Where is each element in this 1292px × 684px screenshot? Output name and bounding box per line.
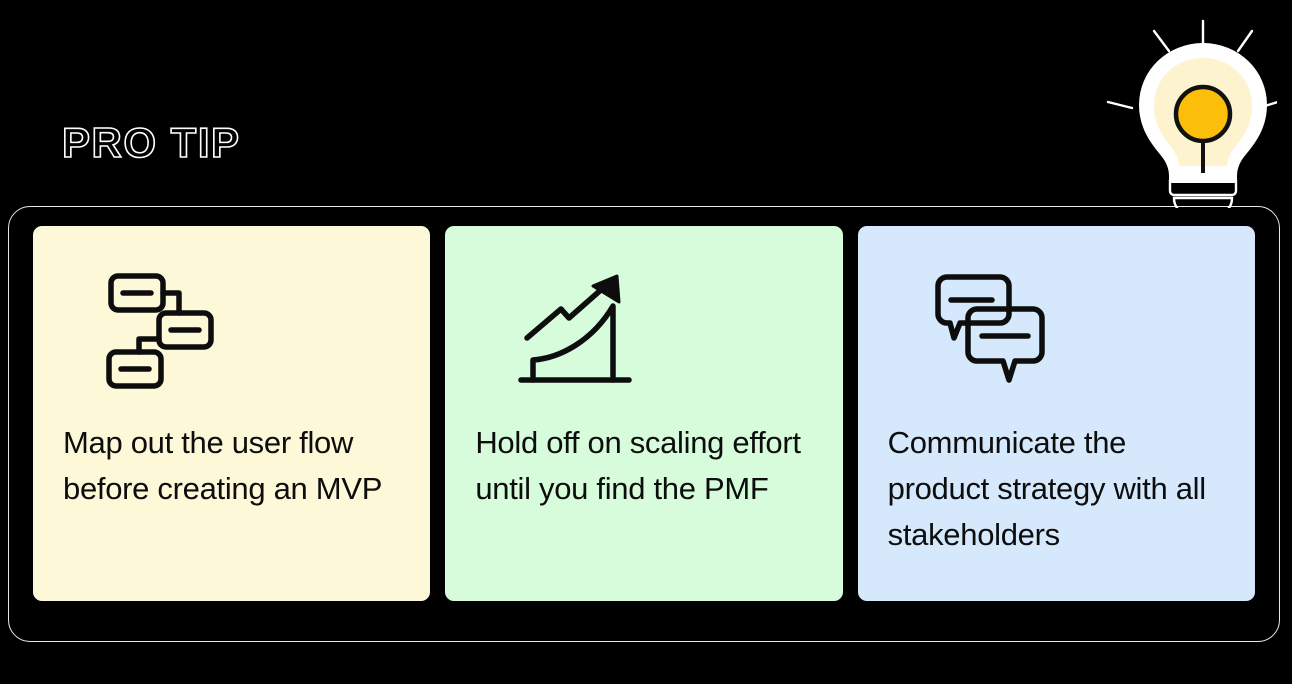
arrow-head-icon: [591, 274, 621, 304]
speech-bubbles-icon: [934, 274, 1045, 383]
tip-card-text: Hold off on scaling effort until you fin…: [475, 425, 801, 506]
page-title: PRO TIP: [61, 119, 241, 166]
growth-chart-arrow-icon: [518, 274, 633, 383]
sitemap-flowchart-icon: [106, 273, 214, 389]
tip-card-text: Communicate the product strategy with al…: [887, 425, 1206, 552]
cards-container-frame: [8, 206, 1280, 642]
tip-card-communication[interactable]: Communicate the product strategy with al…: [857, 226, 1255, 601]
tip-card-user-flow[interactable]: Map out the user flow before creating an…: [33, 226, 431, 601]
bulb-screw-band: [1168, 174, 1238, 197]
tip-card-scaling[interactable]: Hold off on scaling effort until you fin…: [445, 226, 843, 601]
lightbulb-rays-icon: [1106, 19, 1277, 110]
bulb-filament-icon: [1173, 84, 1233, 144]
lightbulb-icon: [1106, 19, 1277, 208]
tip-card-text: Map out the user flow before creating an…: [63, 425, 383, 506]
tips-card-row: Map out the user flow before creating an…: [8, 226, 1280, 601]
bulb-base-tip: [1172, 196, 1234, 208]
